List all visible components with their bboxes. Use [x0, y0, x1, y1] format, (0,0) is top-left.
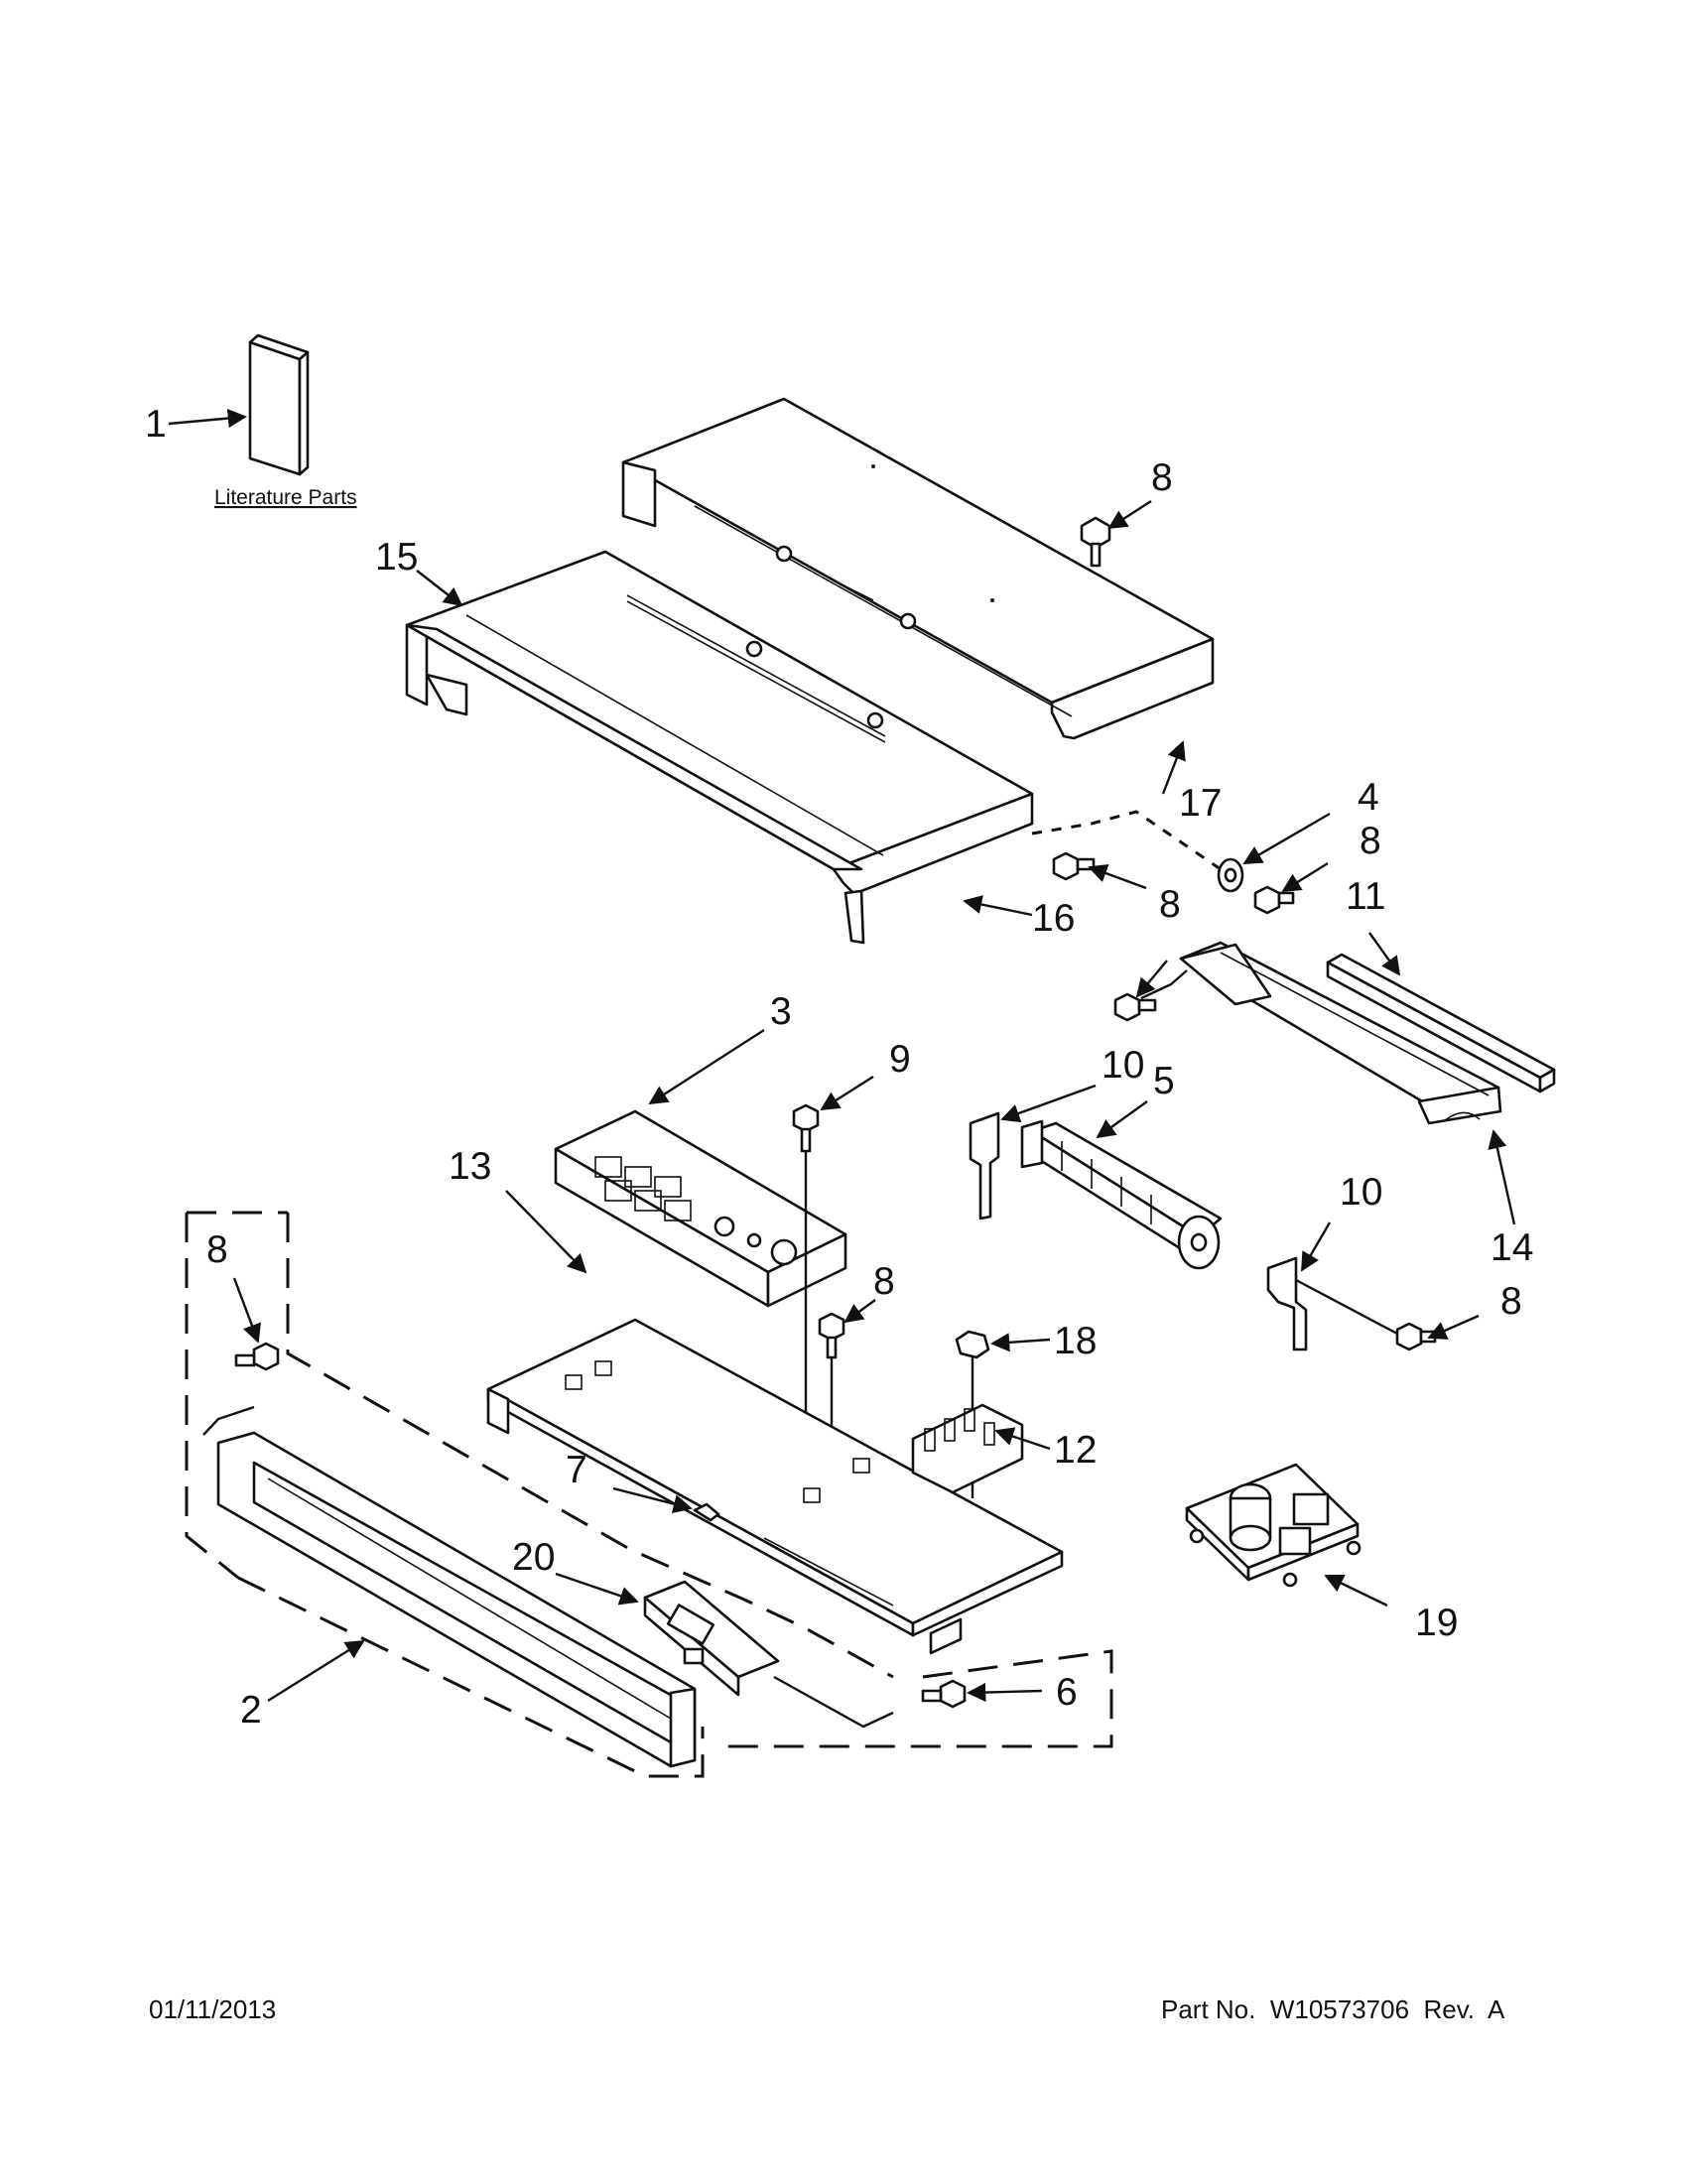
callout-3: 3: [770, 990, 792, 1033]
callout-8-washer: 8: [1360, 820, 1381, 862]
callout-19: 19: [1415, 1602, 1458, 1644]
callout-10-upper: 10: [1102, 1044, 1144, 1087]
callout-10-lower: 10: [1340, 1171, 1382, 1214]
callout-17: 17: [1179, 782, 1222, 825]
screw-8-top: [1080, 516, 1111, 568]
callout-8-center: 8: [873, 1260, 895, 1303]
footer-date: 01/11/2013: [149, 1994, 277, 2024]
callout-5: 5: [1153, 1060, 1175, 1102]
part-20-display-board: [643, 1580, 780, 1697]
screw-8-bracket: [1113, 992, 1157, 1022]
callout-8-left: 8: [206, 1228, 228, 1271]
callout-12: 12: [1054, 1429, 1097, 1472]
part-4-washer: [1217, 857, 1244, 893]
part-17-rear-cover: [621, 397, 1215, 740]
screw-8-washer: [1253, 885, 1295, 915]
part-1-literature: [248, 333, 310, 476]
part-3-relay-board: [554, 1109, 847, 1308]
callout-2: 2: [240, 1689, 262, 1732]
callout-7: 7: [566, 1449, 587, 1491]
part-2-trim-panel: [216, 1431, 697, 1768]
screw-9: [792, 1103, 820, 1449]
callout-16: 16: [1032, 897, 1075, 940]
part-10-bracket-lower: [1266, 1256, 1308, 1351]
footer-part-number: Part No. W10573706 Rev. A: [1161, 1994, 1505, 2024]
part-14-bracket: [1179, 941, 1502, 1125]
part-7-clip: [693, 1502, 720, 1522]
part-16-top-cover: [405, 550, 1034, 945]
callout-4: 4: [1358, 776, 1379, 819]
part-12-terminal-block: [911, 1403, 1024, 1494]
literature-parts-label: Literature Parts: [214, 486, 357, 509]
callout-15: 15: [375, 536, 418, 578]
part-10-bracket-upper: [969, 1111, 1000, 1220]
part-11-strip: [1326, 953, 1556, 1093]
callout-1: 1: [145, 403, 167, 446]
part-5-blower-fan: [1020, 1119, 1223, 1270]
callout-18: 18: [1054, 1320, 1097, 1362]
screw-6: [921, 1679, 967, 1709]
part-19-power-board: [1185, 1463, 1362, 1588]
callout-11: 11: [1346, 875, 1386, 918]
callout-8-side: 8: [1159, 883, 1181, 926]
callout-9: 9: [889, 1038, 911, 1081]
callout-8-top: 8: [1151, 456, 1173, 499]
callout-14: 14: [1491, 1226, 1533, 1269]
callout-6: 6: [1056, 1671, 1078, 1714]
callout-20: 20: [512, 1536, 555, 1579]
callout-8-lower-right: 8: [1500, 1280, 1522, 1323]
screw-8-left: [234, 1342, 280, 1371]
assembly-outline: [185, 1211, 1113, 1778]
callout-13: 13: [449, 1145, 491, 1188]
screw-8-side: [1052, 851, 1096, 881]
